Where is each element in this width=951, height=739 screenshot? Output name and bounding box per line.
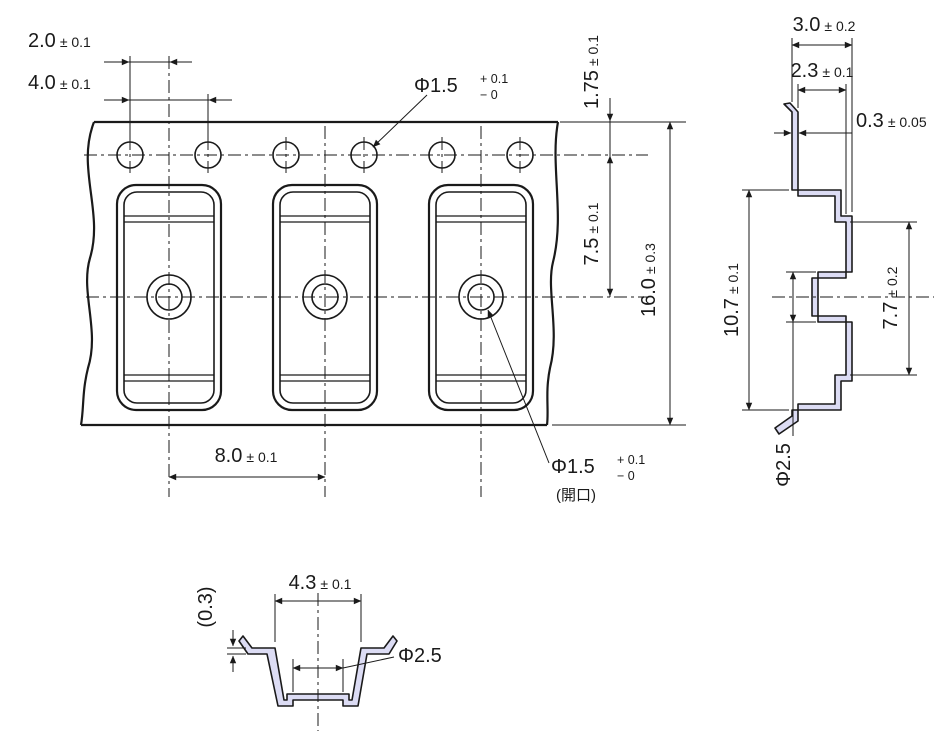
dim-text-0-3: 0.3± 0.05 <box>856 110 927 132</box>
tape-right-break-edge <box>545 121 560 426</box>
dim-value: 2.0 <box>28 30 56 52</box>
dim-tol-minus: − 0 <box>480 88 498 102</box>
dim-tolerance: ± 0.1 <box>725 263 741 294</box>
dim-center-emboss-side: Φ2.5 <box>773 271 816 487</box>
dim-text-sprocket-dia: Φ1.5 <box>414 75 458 97</box>
dim-value: 4.3 <box>289 572 317 594</box>
dim-value: 3.0 <box>793 14 821 36</box>
dim-pocket-length-outer: 10.7 ± 0.1 <box>721 189 789 411</box>
dim-value: 1.75 <box>581 70 603 109</box>
dim-tol-plus: + 0.1 <box>480 72 508 86</box>
dim-text-2-3: 2.3± 0.1 <box>791 60 854 82</box>
dim-text-3-0: 3.0± 0.2 <box>793 14 856 36</box>
dim-flange-thickness: (0.3) <box>195 586 246 672</box>
dim-text-16-0: 16.0 ± 0.3 <box>638 243 660 317</box>
dim-inner-depth: 2.3± 0.1 <box>791 60 854 214</box>
dim-value: 16.0 <box>638 278 660 317</box>
dim-text-4-3: 4.3± 0.1 <box>289 572 352 594</box>
dim-value: 2.3 <box>791 60 819 82</box>
dim-center-emboss-bottom: Φ2.5 <box>292 645 442 692</box>
dim-sprocket-pitch: 4.0± 0.1 <box>28 72 232 140</box>
dim-tape-width: 16.0 ± 0.3 <box>552 121 686 426</box>
dim-tolerance: ± 0.2 <box>824 18 855 34</box>
dim-value: 10.7 <box>721 298 743 337</box>
dim-text-1-75: 1.75 ± 0.1 <box>581 35 603 109</box>
dim-text-7-5: 7.5 ± 0.1 <box>581 202 603 265</box>
dim-tolerance: ± 0.1 <box>60 76 91 92</box>
dim-tolerance: ± 0.1 <box>822 64 853 80</box>
dim-tolerance: ± 0.3 <box>642 243 658 274</box>
leader-line <box>372 94 428 148</box>
side-section-profile <box>774 102 853 435</box>
sprocket-holes <box>116 137 534 173</box>
dim-tolerance: ± 0.1 <box>246 449 277 465</box>
pocket-section-profile <box>238 635 398 707</box>
dim-note-opening: (開口) <box>556 487 596 504</box>
dim-value: 0.3 <box>856 110 884 132</box>
dim-value: 8.0 <box>215 445 243 467</box>
tape-left-break-edge <box>79 121 96 426</box>
leader-line <box>342 656 395 669</box>
dim-text-4-0: 4.0± 0.1 <box>28 72 91 94</box>
dim-tolerance: ± 0.1 <box>320 576 351 592</box>
dim-material-thickness: 0.3± 0.05 <box>774 110 927 137</box>
dim-text-7-7: 7.7 ± 0.2 <box>880 266 902 329</box>
dim-text-2-0: 2.0± 0.1 <box>28 30 91 52</box>
dim-text-pocket-hole: Φ1.5 <box>551 456 595 478</box>
dim-emboss-depth: 3.0± 0.2 <box>791 14 856 212</box>
dim-text-phi-2-5-bottom: Φ2.5 <box>398 645 442 667</box>
dim-value: 4.0 <box>28 72 56 94</box>
dim-tolerance: ± 0.05 <box>888 114 927 130</box>
dim-pocket-pitch: 8.0± 0.1 <box>168 445 326 481</box>
dim-tolerance: ± 0.2 <box>884 266 900 297</box>
dim-pocket-length-inner: 7.7 ± 0.2 <box>850 221 917 376</box>
dim-pocket-hole-dia: Φ1.5 + 0.1 − 0 (開口) <box>487 309 645 504</box>
dim-hole-to-pocket-pitch: 2.0± 0.1 <box>28 30 192 140</box>
pocket-section-view: 4.3± 0.1 (0.3) Φ2.5 <box>195 572 442 731</box>
dim-text-8-0: 8.0± 0.1 <box>215 445 278 467</box>
dim-text-phi-2-5-side: Φ2.5 <box>773 443 795 487</box>
dim-text-10-7: 10.7 ± 0.1 <box>721 263 743 337</box>
side-section-view: 3.0± 0.2 2.3± 0.1 0.3± 0.05 10.7± 0.1 <box>721 14 934 487</box>
dim-pocket-width: 4.3± 0.1 <box>274 572 362 642</box>
dim-tolerance: ± 0.1 <box>585 35 601 66</box>
dim-sprocket-hole-dia: Φ1.5 + 0.1 − 0 <box>372 72 508 148</box>
dim-tolerance: ± 0.1 <box>585 202 601 233</box>
leader-line <box>487 309 550 464</box>
dim-tolerance: ± 0.1 <box>60 34 91 50</box>
dim-tol-minus: − 0 <box>617 469 635 483</box>
dim-tol-plus: + 0.1 <box>617 453 645 467</box>
dim-edge-to-sprocket-and-pocket: 1.75 ± 0.1 7.5 ± 0.1 <box>560 35 686 297</box>
dim-value: 7.5 <box>581 238 603 266</box>
dim-text-0-3-ref: (0.3) <box>195 586 217 627</box>
top-view: 2.0± 0.1 4.0± 0.1 Φ1.5 + 0.1 − 0 1.75± 0… <box>28 30 686 504</box>
dim-value: 7.7 <box>880 302 902 330</box>
